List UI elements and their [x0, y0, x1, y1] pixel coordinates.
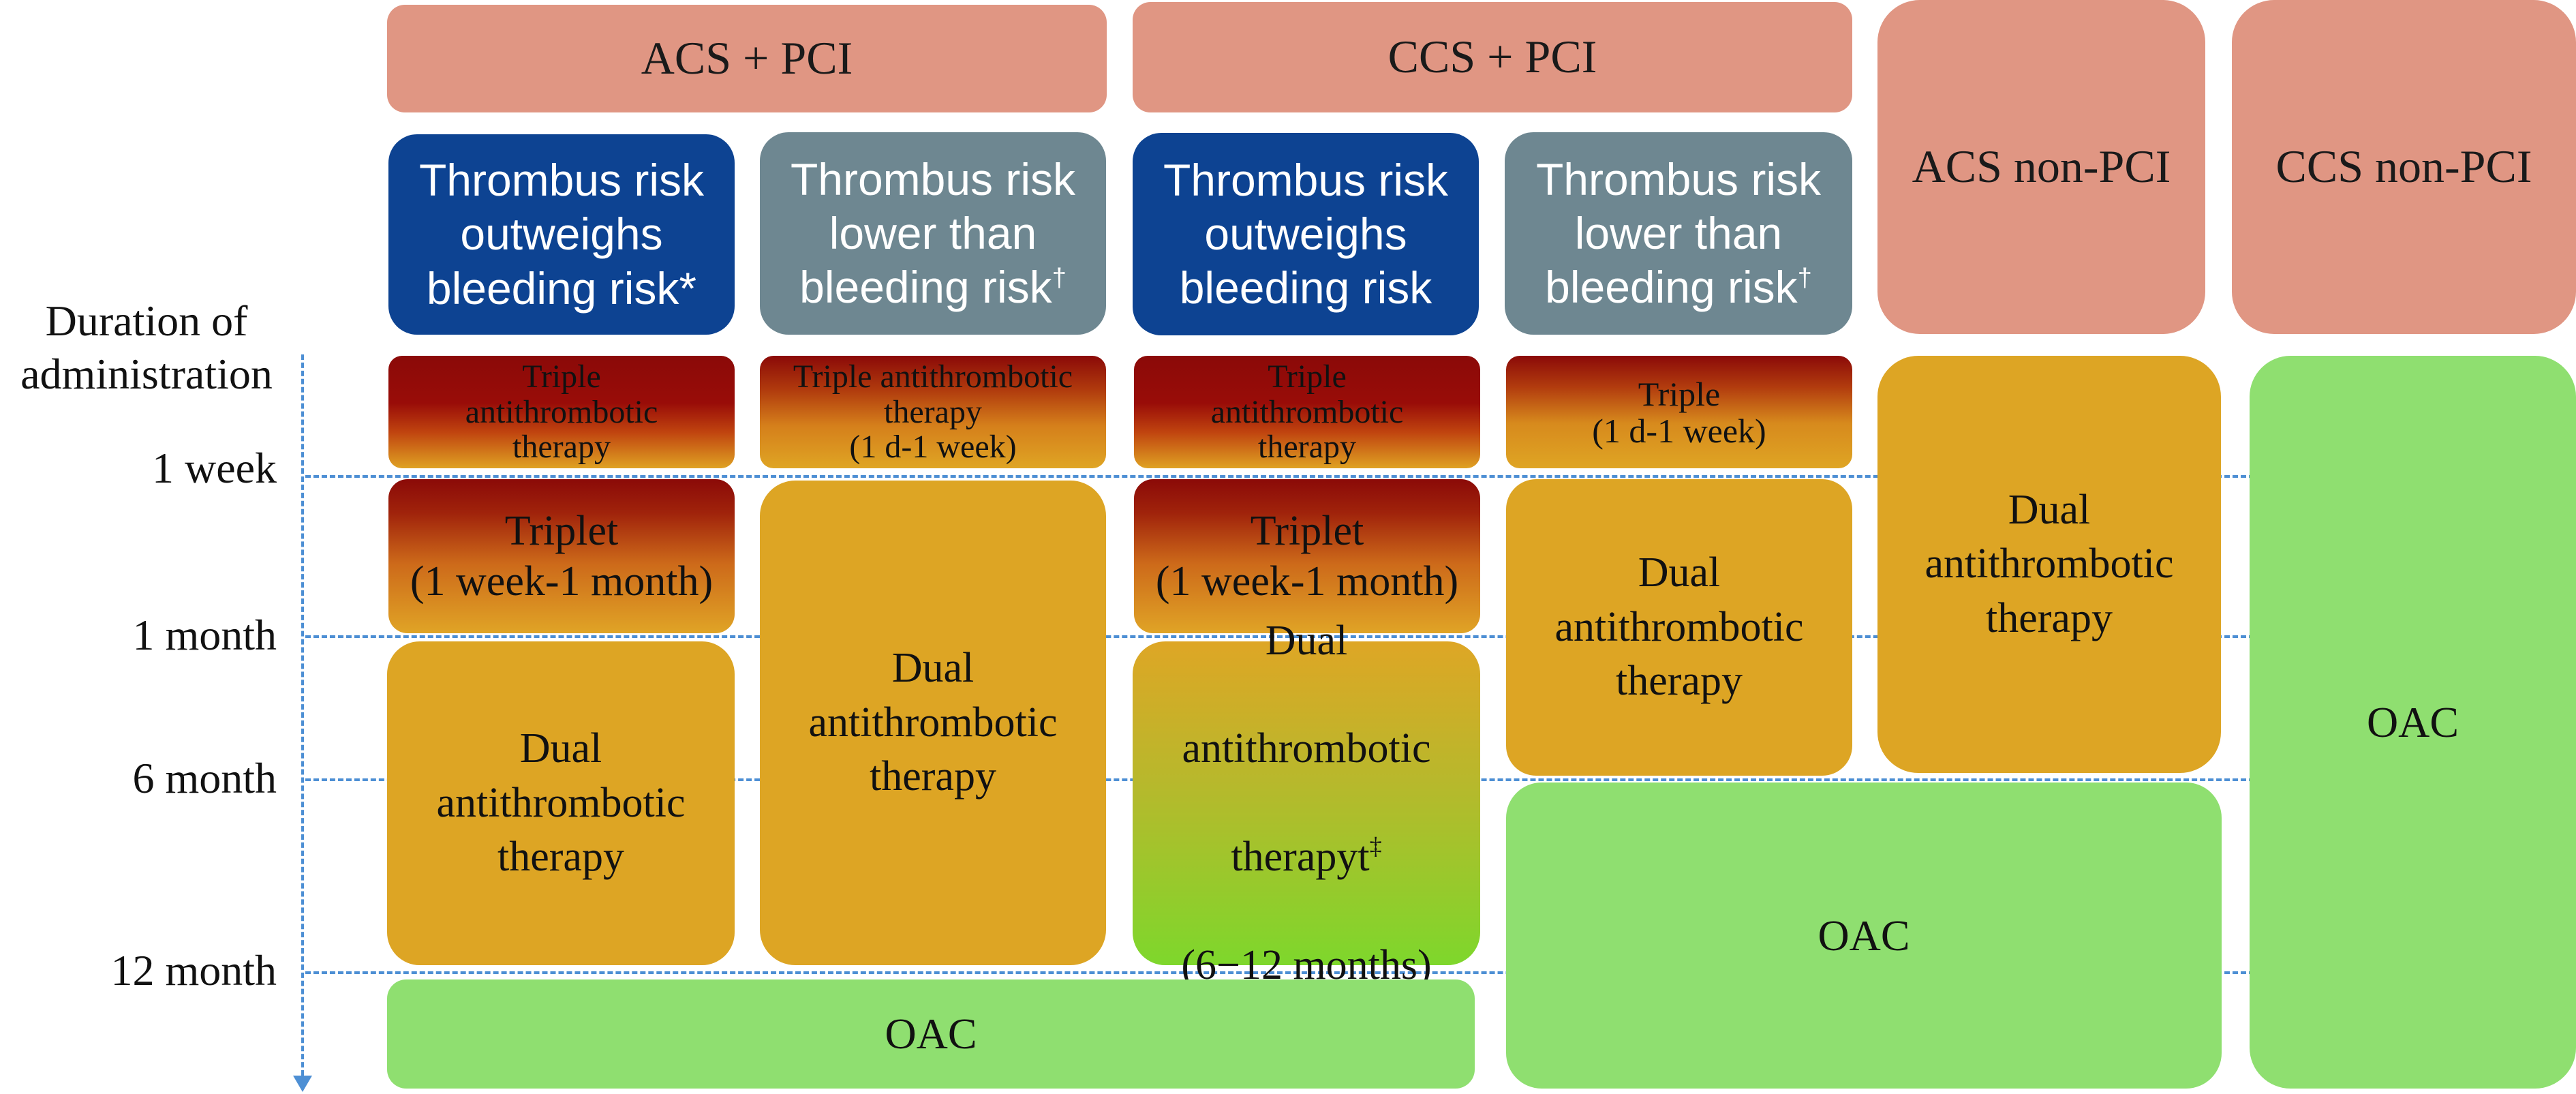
ccs-high-triplet: Triplet (1 week-1 month): [1134, 479, 1480, 633]
acs-high-triplet: Triplet (1 week-1 month): [388, 479, 735, 633]
risk-ccs-low-mark: †: [1797, 264, 1812, 293]
risk-ccs-high: Thrombus risk outweighs bleeding risk: [1133, 133, 1479, 335]
risk-acs-low-line1: Thrombus risk: [790, 153, 1076, 204]
oac-ccs-low-acs-non-pci-label: OAC: [1818, 911, 1910, 960]
risk-acs-high-line1: Thrombus risk: [418, 155, 705, 206]
header-ccs-non-pci: CCS non-PCI: [2232, 0, 2576, 334]
acs-non-pci-dual: Dual antithrombotic therapy: [1877, 356, 2221, 773]
risk-acs-high: Thrombus risk outweighs bleeding risk*: [388, 134, 735, 335]
header-ccs-pci: CCS + PCI: [1133, 2, 1852, 112]
timeline-label-12-month: 12 month: [110, 946, 277, 994]
ccs-low-dual: Dual antithrombotic therapy: [1506, 479, 1852, 776]
acs-non-pci-dual-label: Dual antithrombotic therapy: [1925, 486, 2174, 641]
oac-acs-pci: OAC: [387, 979, 1475, 1089]
acs-low-dual: Dual antithrombotic therapy: [760, 481, 1106, 965]
risk-ccs-low: Thrombus risk lower than bleeding risk†: [1505, 132, 1852, 335]
timeline-arrow-icon: [293, 1076, 312, 1092]
acs-high-triple-label: Triple antithrombotic therapy: [465, 358, 658, 466]
oac-ccs-non-pci: OAC: [2250, 356, 2576, 1089]
timeline-label-1-week: 1 week: [151, 444, 277, 492]
risk-acs-low-line3-wrap: bleeding risk†: [791, 260, 1075, 314]
ccs-high-triple: Triple antithrombotic therapy: [1134, 356, 1480, 468]
gridline-1-month: [305, 635, 2254, 638]
oac-acs-pci-label: OAC: [885, 1009, 977, 1058]
risk-ccs-low-line2: lower than: [1574, 207, 1783, 258]
risk-acs-high-mark: *: [679, 262, 697, 314]
ccs-high-dual-line3: therapyt: [1231, 834, 1370, 881]
ccs-high-dual-line3-wrap: therapyt‡: [1181, 830, 1431, 884]
header-acs-non-pci: ACS non-PCI: [1877, 0, 2205, 334]
acs-high-triple: Triple antithrombotic therapy: [388, 356, 735, 468]
risk-acs-low: Thrombus risk lower than bleeding risk†: [760, 132, 1106, 335]
header-ccs-non-pci-label: CCS non-PCI: [2275, 140, 2532, 193]
gridline-1-week: [305, 475, 2254, 478]
header-acs-non-pci-label: ACS non-PCI: [1912, 140, 2171, 193]
acs-low-triple-label: Triple antithrombotic therapy (1 d-1 wee…: [793, 358, 1073, 466]
header-ccs-pci-label: CCS + PCI: [1387, 31, 1597, 83]
timeline-axis: [301, 354, 304, 1076]
risk-ccs-low-line3-wrap: bleeding risk†: [1536, 260, 1821, 314]
risk-acs-low-line2: lower than: [829, 207, 1037, 258]
risk-ccs-high-line2: outweighs: [1204, 208, 1407, 259]
ccs-high-dual-line2: antithrombotic: [1182, 725, 1431, 772]
timeline-title-line2: administration: [20, 350, 273, 399]
timeline-title-line1: Duration of: [45, 297, 248, 345]
timeline-title: Duration of administration: [0, 294, 293, 401]
acs-low-dual-label: Dual antithrombotic therapy: [808, 645, 1058, 800]
risk-ccs-high-line1: Thrombus risk: [1163, 154, 1449, 205]
ccs-low-dual-label: Dual antithrombotic therapy: [1554, 549, 1804, 705]
ccs-high-dual-line1: Dual: [1265, 617, 1348, 664]
ccs-high-dual-mark: ‡: [1369, 832, 1382, 860]
ccs-high-dual: Dual antithrombotic therapyt‡ (6−12 mont…: [1133, 618, 1480, 988]
risk-ccs-low-line1: Thrombus risk: [1535, 153, 1822, 204]
oac-ccs-non-pci-label: OAC: [2366, 697, 2459, 746]
ccs-high-triple-label: Triple antithrombotic therapy: [1210, 358, 1404, 466]
header-acs-pci-label: ACS + PCI: [641, 32, 853, 85]
ccs-low-triple-label: Triple (1 d-1 week): [1592, 374, 1766, 450]
acs-high-dual-label: Dual antithrombotic therapy: [436, 725, 686, 881]
risk-ccs-low-line3: bleeding risk: [1545, 262, 1798, 313]
ccs-high-triplet-label: Triplet (1 week-1 month): [1155, 507, 1459, 605]
acs-high-dual: Dual antithrombotic therapy: [387, 641, 735, 965]
risk-acs-low-mark: †: [1052, 264, 1067, 293]
risk-acs-high-line3: bleeding risk: [426, 262, 679, 314]
risk-acs-high-line2: outweighs: [460, 209, 663, 260]
risk-acs-high-line3-wrap: bleeding risk*: [419, 262, 704, 316]
risk-acs-low-line3: bleeding risk: [799, 262, 1052, 313]
timeline-label-1-month: 1 month: [132, 611, 277, 659]
acs-low-triple: Triple antithrombotic therapy (1 d-1 wee…: [760, 356, 1106, 468]
header-acs-pci: ACS + PCI: [387, 5, 1107, 112]
oac-ccs-low-acs-non-pci: OAC: [1506, 782, 2222, 1089]
gridline-12-month: [305, 971, 2254, 974]
risk-ccs-high-line3: bleeding risk: [1179, 262, 1432, 314]
acs-high-triplet-label: Triplet (1 week-1 month): [410, 507, 714, 605]
timeline-label-6-month: 6 month: [132, 754, 277, 802]
ccs-low-triple: Triple (1 d-1 week): [1506, 356, 1852, 468]
